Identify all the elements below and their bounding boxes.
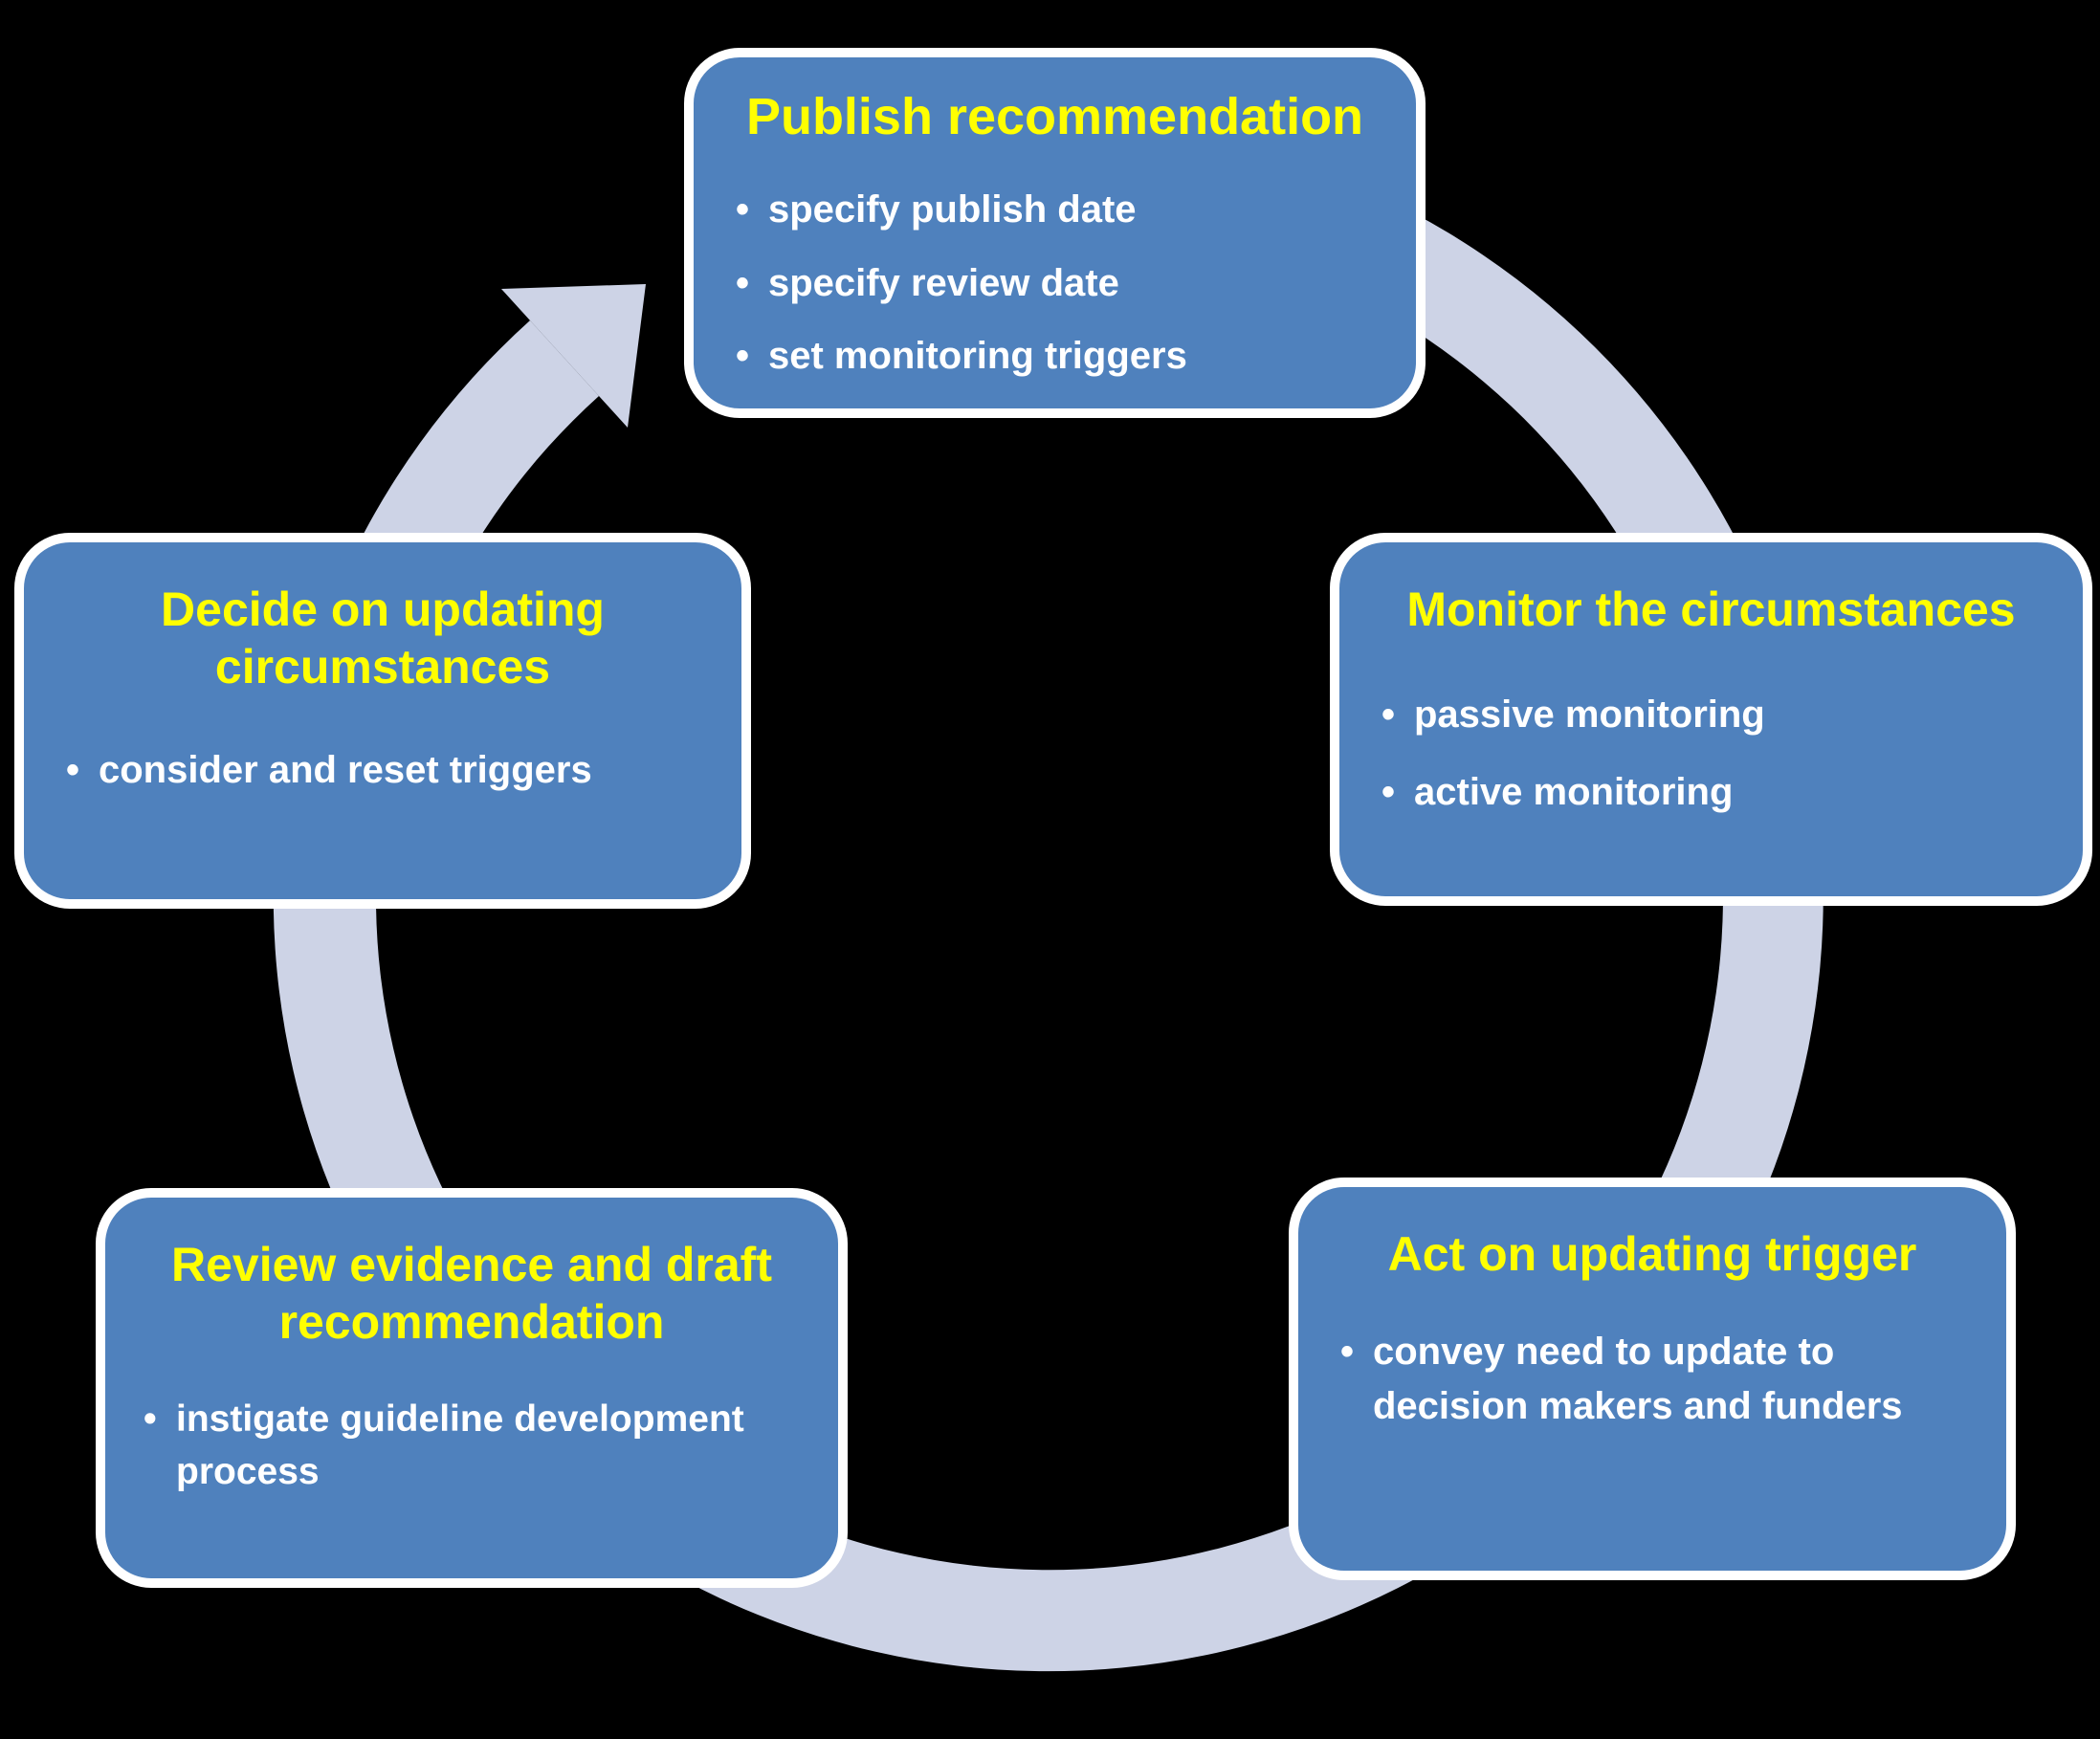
node-bullet-list: passive monitoring active monitoring bbox=[1339, 688, 2083, 820]
node-bullet-list: instigate guideline development process bbox=[105, 1393, 838, 1499]
cycle-node-publish: Publish recommendation specify publish d… bbox=[684, 48, 1426, 418]
node-bullet-list: convey need to update to decision makers… bbox=[1298, 1325, 2006, 1434]
node-title: Monitor the circumstances bbox=[1406, 583, 2016, 636]
cycle-node-review: Review evidence and draft recommendation… bbox=[96, 1188, 848, 1588]
cycle-node-act: Act on updating trigger convey need to u… bbox=[1289, 1178, 2016, 1580]
node-bullet-list: specify publish date specify review date… bbox=[694, 183, 1416, 384]
node-bullet: specify review date bbox=[736, 256, 1397, 311]
cycle-node-decide: Decide on updating circumstances conside… bbox=[14, 533, 751, 909]
node-bullet: convey need to update to decision makers… bbox=[1340, 1325, 1987, 1434]
node-bullet: active monitoring bbox=[1382, 765, 2064, 820]
cycle-node-monitor: Monitor the circumstances passive monito… bbox=[1330, 533, 2092, 906]
node-bullet-list: consider and reset triggers bbox=[24, 743, 741, 798]
node-title: Decide on updating circumstances bbox=[161, 583, 605, 693]
node-title: Review evidence and draft recommendation bbox=[170, 1238, 772, 1349]
cycle-arrowhead-icon bbox=[501, 284, 646, 428]
node-title: Publish recommendation bbox=[745, 88, 1364, 145]
node-bullet: set monitoring triggers bbox=[736, 329, 1397, 384]
node-bullet: consider and reset triggers bbox=[66, 743, 722, 798]
node-bullet: passive monitoring bbox=[1382, 688, 2064, 742]
node-title: Act on updating trigger bbox=[1387, 1227, 1917, 1281]
node-bullet: specify publish date bbox=[736, 183, 1397, 237]
node-bullet: instigate guideline development process bbox=[144, 1393, 830, 1499]
